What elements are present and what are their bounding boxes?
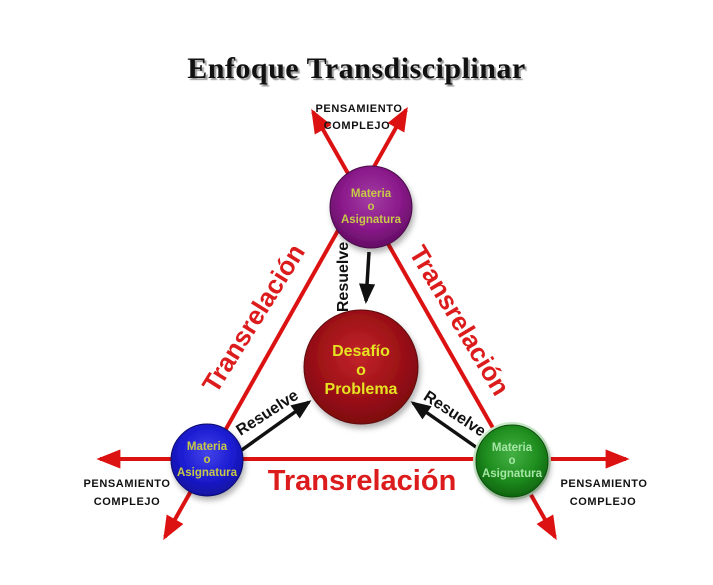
complex-thinking-right-line1: PENSAMIENTO — [560, 478, 647, 490]
complex-thinking-top-line2: COMPLEJO — [324, 120, 391, 132]
node-subject-right-label-line2: o — [508, 455, 515, 467]
transrelation-label-right: Transrelación — [403, 240, 516, 400]
node-subject-left-label-line2: o — [203, 454, 210, 466]
transrelation-label-left: Transrelación — [196, 239, 311, 398]
node-subject-top-label-line1: Materia — [351, 188, 392, 200]
node-subject-top — [329, 165, 413, 249]
complex-thinking-left-line1: PENSAMIENTO — [83, 478, 170, 490]
resolves-arrow-top — [359, 251, 376, 305]
page-title: Enfoque Transdisciplinar — [187, 52, 526, 85]
node-subject-right-label-line1: Materia — [492, 442, 533, 454]
node-subject-top-label-line2: o — [367, 201, 374, 213]
node-subject-left-label-line1: Materia — [187, 441, 228, 453]
complex-thinking-left-line2: COMPLEJO — [94, 496, 161, 508]
complex-thinking-top-line1: PENSAMIENTO — [315, 103, 402, 115]
node-challenge-label-line1: Desafío — [332, 343, 390, 360]
resolves-arrow-left — [237, 400, 312, 454]
node-subject-top-label-line3: Asignatura — [341, 214, 402, 226]
node-subject-left — [170, 423, 244, 497]
node-challenge-label-line2: o — [356, 362, 366, 379]
node-subject-left-label-line3: Asignatura — [177, 467, 238, 479]
node-subject-right — [475, 424, 549, 498]
complex-thinking-right-line2: COMPLEJO — [570, 496, 637, 508]
node-subject-right-label-line3: Asignatura — [482, 468, 543, 480]
resolves-arrow-right — [410, 401, 485, 454]
node-challenge-label-line3: Problema — [325, 381, 398, 398]
transrelation-label-bottom: Transrelación — [268, 465, 457, 497]
node-challenge-center — [303, 309, 419, 425]
resolves-label-top: Resuelve — [335, 242, 352, 312]
